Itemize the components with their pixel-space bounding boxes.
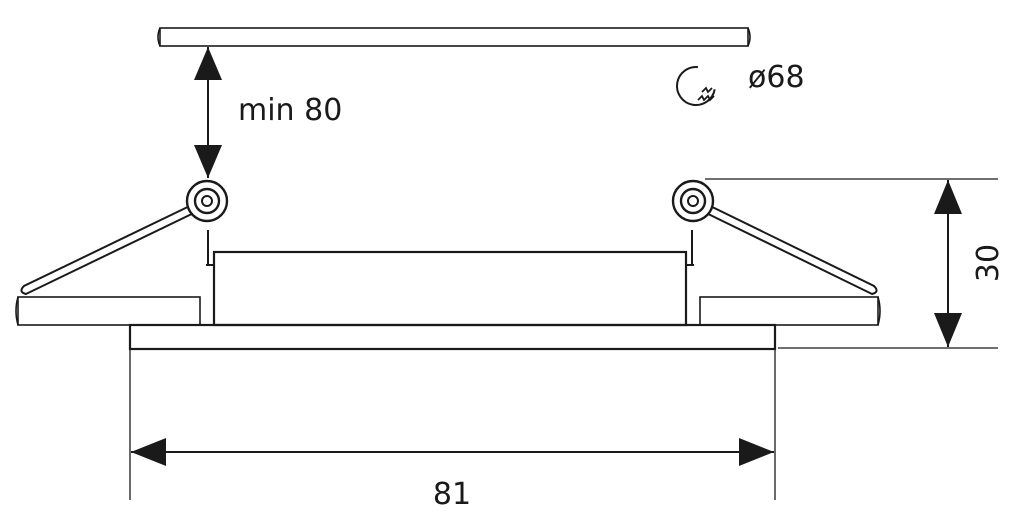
- height-dimension-arrow: [934, 180, 962, 347]
- spring-clip-left: [20, 179, 229, 296]
- cutout-diameter-label: ø68: [748, 60, 805, 95]
- height-extension-lines: [705, 178, 998, 349]
- spring-clip-right: [671, 179, 878, 296]
- clearance-dimension-arrow: [194, 47, 222, 178]
- clearance-label: min 80: [238, 93, 342, 128]
- ceiling-board-right: [699, 296, 881, 326]
- ceiling-board-left: [15, 296, 201, 326]
- width-label: 81: [433, 477, 471, 512]
- width-extension-lines: [129, 349, 776, 500]
- width-dimension-arrow: [131, 438, 774, 466]
- hole-saw-icon: [676, 66, 716, 106]
- ceiling-slab: [157, 27, 751, 47]
- fixture-body: [206, 230, 694, 327]
- height-label: 30: [971, 244, 1006, 282]
- trim-flange: [128, 323, 777, 351]
